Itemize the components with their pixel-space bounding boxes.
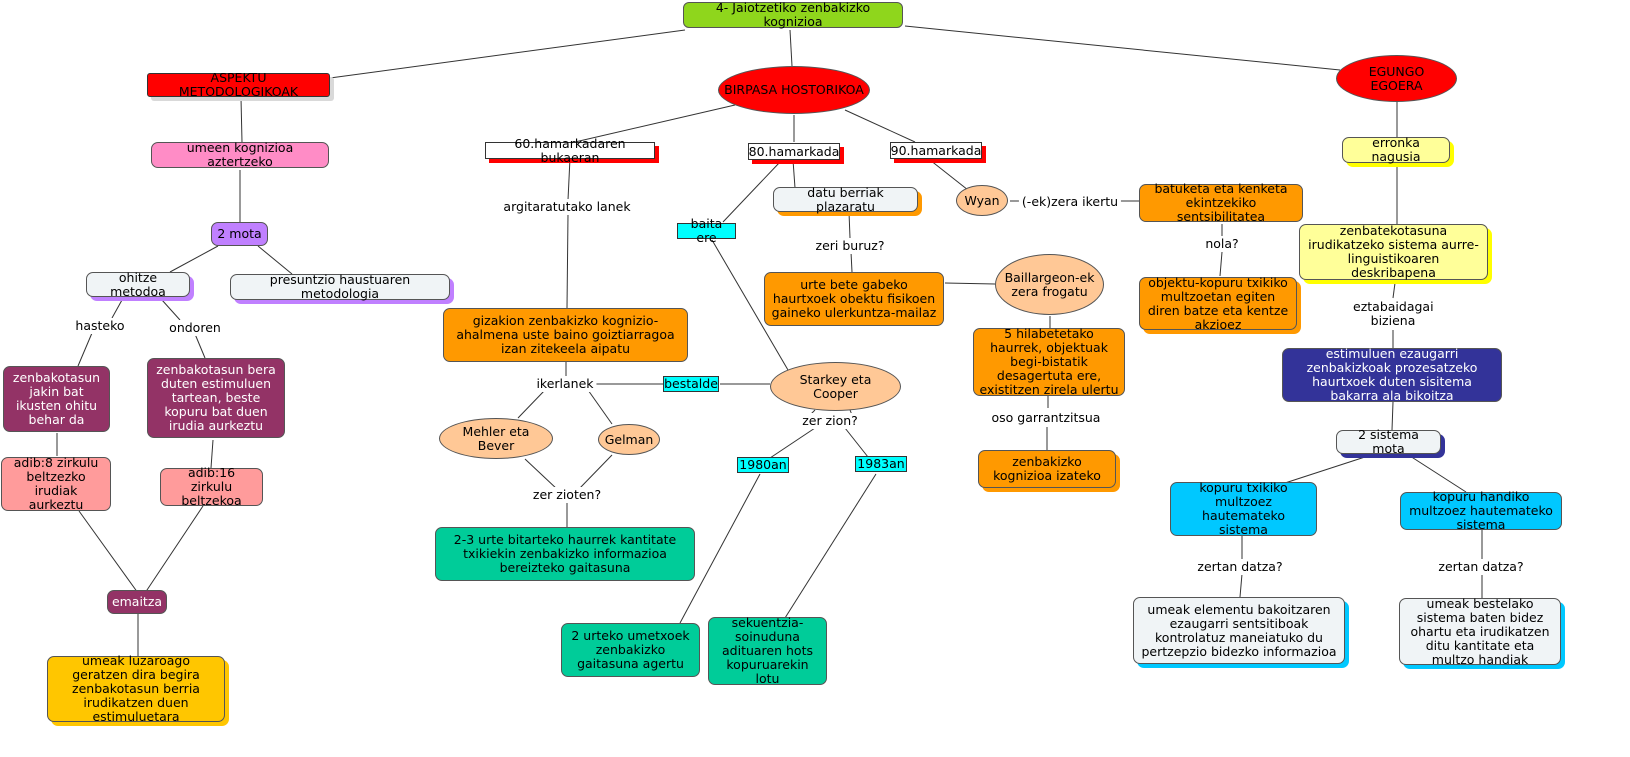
label-ek-zera-ikertu: (-ek)zera ikertu <box>1018 194 1122 210</box>
node-adib-8[interactable]: adib:8 zirkulu beltzezko irudiak aurkezt… <box>1 456 111 512</box>
node-5-hilabetetako[interactable]: 5 hilabetetako haurrek, objektuak begi-b… <box>973 327 1125 397</box>
node-2-mota[interactable]: 2 mota <box>211 222 268 246</box>
node-presuntzio[interactable]: presuntzio haustuaren metodologia <box>230 273 450 301</box>
node-birpasa-hostorikoa[interactable]: BIRPASA HOSTORIKOA <box>718 66 870 114</box>
node-aurre-linguistikoa[interactable]: zenbatekotasuna irudikatzeko sistema aur… <box>1299 224 1488 280</box>
node-2-3-urte[interactable]: 2-3 urte bitarteko haurrek kantitate txi… <box>435 527 695 581</box>
node-zenbakotasun-bera[interactable]: zenbakotasun bera duten estimuluen tarte… <box>147 358 285 438</box>
label-hasteko: hasteko <box>72 318 128 334</box>
node-starkey-eta-cooper[interactable]: Starkey eta Cooper <box>770 362 901 411</box>
node-kopuru-txikiko[interactable]: kopuru txikiko multzoez hautemateko sist… <box>1170 481 1317 537</box>
label-zer-zion: zer zion? <box>799 413 861 429</box>
label-zertan-datza-1: zertan datza? <box>1194 559 1286 575</box>
label-eztabaidagai-biziena: eztabaidagai biziena <box>1350 299 1436 329</box>
label-zeri-buruz: zeri buruz? <box>812 238 888 254</box>
node-90-hamarkada[interactable]: 90.hamarkada <box>890 142 982 159</box>
node-1983an[interactable]: 1983an <box>855 456 907 472</box>
node-zenbakizko-kognizioa-izateko[interactable]: zenbakizko kognizioa izateko <box>978 450 1116 488</box>
label-argitaratutako-lanek: argitaratutako lanek <box>500 199 634 215</box>
node-umeen-kognizioa[interactable]: umeen kognizioa aztertzeko <box>151 141 329 169</box>
node-2-urteko[interactable]: 2 urteko umetxoek zenbakizko gaitasuna a… <box>561 623 700 677</box>
node-umeak-bestelako[interactable]: umeak bestelako sistema baten bidez ohar… <box>1399 596 1561 666</box>
node-estimuluen-ezaugarri[interactable]: estimuluen ezaugarri zenbakizkoak prozes… <box>1282 347 1502 403</box>
node-gizakion[interactable]: gizakion zenbakizko kognizio-ahalmena us… <box>443 308 688 362</box>
node-ohitze-metodoa[interactable]: ohitze metodoa <box>86 270 190 298</box>
label-ikerlanek: ikerlanek <box>533 376 597 392</box>
node-batuketa-eta-kenketa[interactable]: batuketa eta kenketa ekintzekiko sentsib… <box>1139 182 1303 224</box>
node-mehler-eta-bever[interactable]: Mehler eta Bever <box>439 418 553 459</box>
label-zertan-datza-2: zertan datza? <box>1435 559 1527 575</box>
node-baillargeon[interactable]: Baillargeon-ek zera frogatu <box>995 254 1104 315</box>
node-gelman[interactable]: Gelman <box>598 424 660 455</box>
node-baita-ere[interactable]: baita ere <box>677 217 736 245</box>
node-kopuru-handiko[interactable]: kopuru handiko multzoez hautemateko sist… <box>1400 490 1562 532</box>
node-aspektu-metodologikoak[interactable]: ASPEKTU METODOLOGIKOAK <box>147 71 330 99</box>
node-datu-berriak[interactable]: datu berriak plazaratu <box>773 185 918 213</box>
node-adib-16[interactable]: adib:16 zirkulu beltzekoa <box>160 466 263 508</box>
node-egungo-egoera[interactable]: EGUNGO EGOERA <box>1336 55 1457 102</box>
label-nola: nola? <box>1202 236 1242 252</box>
node-2-sistema-mota[interactable]: 2 sistema mota <box>1336 428 1441 456</box>
node-objektu-kopuru[interactable]: objektu-kopuru txikiko multzoetan egiten… <box>1139 275 1297 331</box>
node-zenbakotasun-jakin[interactable]: zenbakotasun jakin bat ikusten ohitu beh… <box>3 366 110 432</box>
node-umeak-luzaroago[interactable]: umeak luzaroago geratzen dira begira zen… <box>47 654 225 724</box>
label-oso-garrantzitsua: oso garrantzitsua <box>988 410 1104 426</box>
node-wyan[interactable]: Wyan <box>956 185 1008 216</box>
node-urte-bete-gabeko[interactable]: urte bete gabeko haurtxoek obektu fisiko… <box>764 272 944 326</box>
node-sekuentzia[interactable]: sekuentzia-soinuduna adituaren hots kopu… <box>708 616 827 686</box>
node-bestalde[interactable]: bestalde <box>663 376 719 392</box>
node-60-hamarkadaren[interactable]: 60.hamarkadaren bukaeran <box>485 136 655 164</box>
node-1980an[interactable]: 1980an <box>737 457 789 473</box>
node-umeak-elementu[interactable]: umeak elementu bakoitzaren ezaugarri sen… <box>1133 597 1345 664</box>
node-erronka-nagusia[interactable]: erronka nagusia <box>1342 136 1450 164</box>
node-emaitza[interactable]: emaitza <box>107 590 167 614</box>
map-title: 4- Jaiotzetiko zenbakizko kognizioa <box>683 1 903 29</box>
label-ondoren: ondoren <box>166 320 224 336</box>
node-80-hamarkada[interactable]: 80.hamarkada <box>748 143 840 160</box>
label-zer-zioten: zer zioten? <box>529 487 605 503</box>
